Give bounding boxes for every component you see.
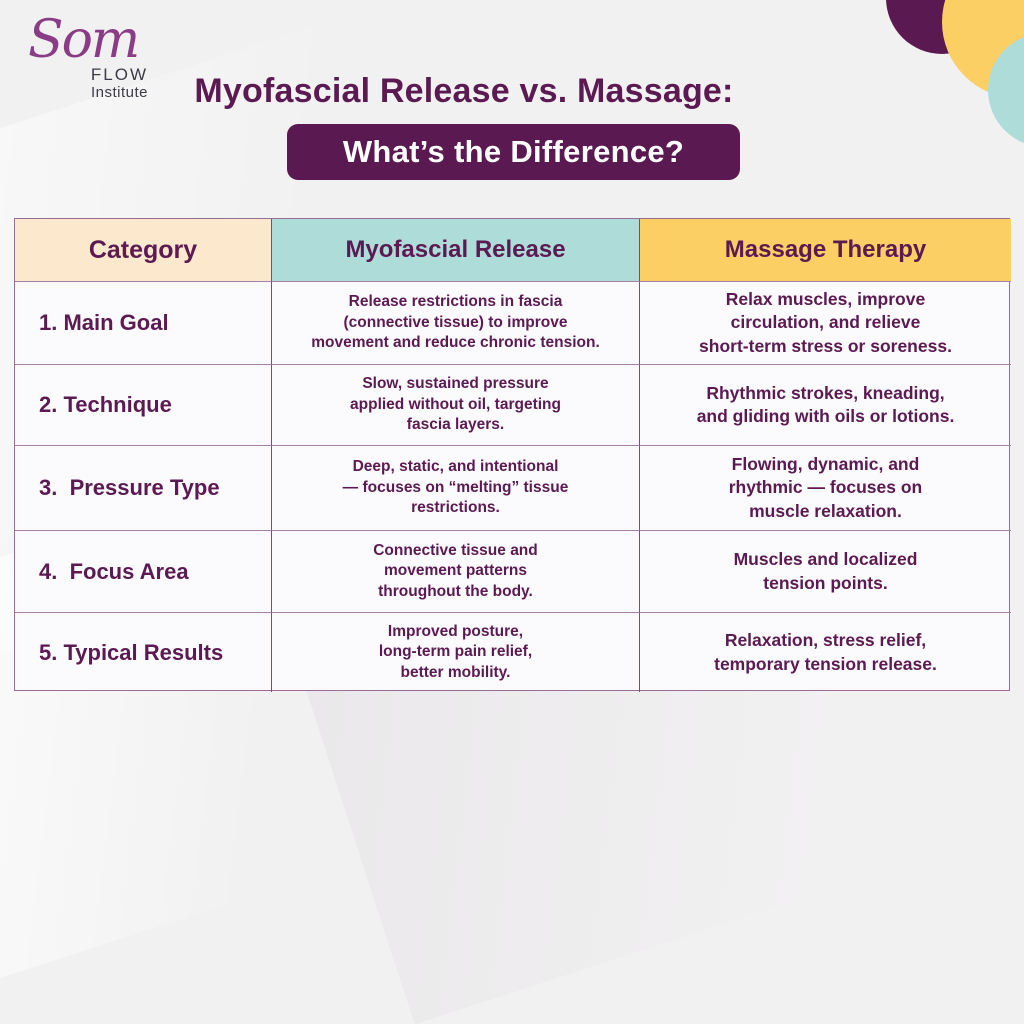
row-category-pressure-type: 3. Pressure Type bbox=[15, 445, 271, 530]
cell-pressure-type-myofascial: Deep, static, and intentional — focuses … bbox=[271, 445, 639, 530]
column-header-myofascial-release: Myofascial Release bbox=[271, 219, 639, 281]
cell-technique-myofascial: Slow, sustained pressure applied without… bbox=[271, 364, 639, 445]
column-header-category: Category bbox=[15, 219, 271, 281]
row-category-focus-area: 4. Focus Area bbox=[15, 530, 271, 612]
logo-script-text: Som bbox=[28, 10, 140, 70]
subtitle-banner: What’s the Difference? bbox=[287, 124, 740, 180]
cell-technique-massage: Rhythmic strokes, kneading, and gliding … bbox=[639, 364, 1011, 445]
subtitle-banner-text: What’s the Difference? bbox=[342, 134, 685, 169]
comparison-table: Category Myofascial Release Massage Ther… bbox=[14, 218, 1011, 692]
column-header-massage-therapy: Massage Therapy bbox=[639, 219, 1011, 281]
cell-focus-area-myofascial: Connective tissue and movement patterns … bbox=[271, 530, 639, 612]
cell-typical-results-massage: Relaxation, stress relief, temporary ten… bbox=[639, 612, 1011, 692]
row-category-main-goal: 1. Main Goal bbox=[15, 281, 271, 364]
cell-main-goal-myofascial: Release restrictions in fascia (connecti… bbox=[271, 281, 639, 364]
row-category-technique: 2. Technique bbox=[15, 364, 271, 445]
row-category-typical-results: 5. Typical Results bbox=[15, 612, 271, 692]
cell-focus-area-massage: Muscles and localized tension points. bbox=[639, 530, 1011, 612]
cell-pressure-type-massage: Flowing, dynamic, and rhythmic — focuses… bbox=[639, 445, 1011, 530]
cell-typical-results-myofascial: Improved posture, long-term pain relief,… bbox=[271, 612, 639, 692]
page-title: Myofascial Release vs. Massage: bbox=[194, 72, 734, 110]
cell-main-goal-massage: Relax muscles, improve circulation, and … bbox=[639, 281, 1011, 364]
